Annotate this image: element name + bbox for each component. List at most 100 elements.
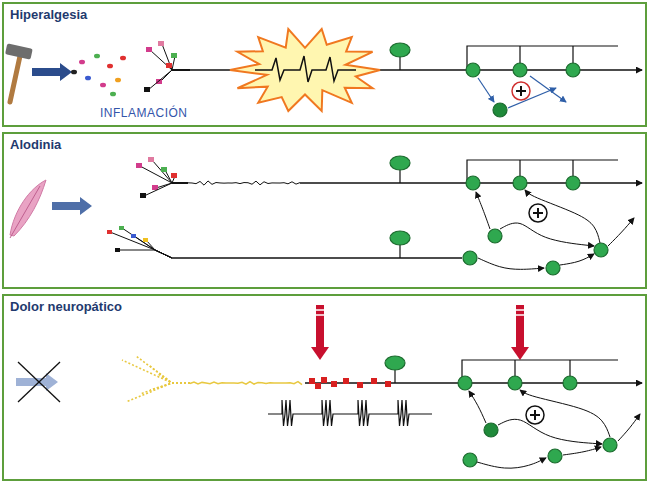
neuron-body: [466, 176, 480, 190]
receptor-mark: [115, 248, 120, 252]
lesion-arrow: [311, 347, 329, 360]
lesion-arrow-gap: [515, 314, 525, 316]
damaged-axon: [190, 382, 302, 385]
receptor-mark: [158, 41, 164, 46]
inflammatory-mediator: [85, 76, 91, 81]
feather-shaft: [10, 186, 40, 238]
panel-box: Alodinia: [2, 132, 647, 289]
cross-mark: [18, 362, 60, 402]
lesion-arrow: [511, 347, 529, 360]
degenerated-terminal: [126, 383, 190, 402]
nerve-terminal: [118, 250, 172, 258]
nerve-terminal: [122, 228, 172, 258]
receptor-mark: [152, 185, 158, 190]
ectopic-channel: [371, 378, 377, 384]
lesion-arrow-gap: [315, 309, 325, 311]
nerve-terminal: [150, 50, 190, 70]
nerve-terminal: [165, 170, 188, 183]
stimulus-arrow: [52, 197, 92, 215]
dorsal-horn-bracket: [467, 46, 618, 70]
nerve-terminal: [172, 56, 190, 70]
nerve-terminal: [152, 160, 188, 183]
dorsal-horn-bracket: [462, 360, 618, 383]
nerve-terminal: [148, 70, 190, 90]
receptor-mark: [140, 193, 146, 198]
inflammatory-mediator: [79, 60, 85, 65]
degenerated-terminal: [140, 383, 190, 394]
neuron-body: [488, 229, 502, 243]
nerve-terminal: [134, 236, 172, 258]
plus-symbol: [520, 86, 522, 96]
neuron-body: [458, 376, 472, 390]
inflammatory-mediator: [115, 78, 121, 83]
plus-symbol: [526, 406, 544, 424]
blue-arrow: [508, 88, 556, 108]
nerve-terminal: [140, 166, 188, 183]
receptor-mark: [171, 53, 177, 58]
curved-arrow: [478, 258, 544, 269]
spike-trace: [255, 56, 356, 82]
panel-title: Alodinia: [10, 137, 61, 152]
lesion-arrow-gap: [515, 309, 525, 311]
ganglion-soma: [385, 356, 405, 370]
curved-arrow: [520, 390, 610, 437]
plus-symbol: [534, 410, 536, 420]
plus-symbol: [537, 208, 539, 218]
axon-line: [190, 69, 642, 70]
neuron-body: [493, 103, 507, 117]
axon-line: [172, 257, 462, 258]
neuron-body: [513, 63, 527, 77]
lesion-arrow-gap: [315, 314, 325, 316]
neuron-body: [566, 176, 580, 190]
nerve-terminal: [170, 66, 190, 70]
plus-symbol: [512, 82, 530, 100]
receptor-mark: [119, 226, 124, 230]
nerve-terminal: [162, 44, 190, 70]
inflammatory-mediator: [94, 54, 100, 59]
nerve-terminal: [156, 183, 188, 188]
neuron-body: [566, 63, 580, 77]
degenerated-terminal: [150, 366, 190, 383]
neuron-body: [463, 453, 477, 467]
soma-stalk: [399, 169, 400, 183]
curved-arrow: [525, 190, 600, 243]
receptor-mark: [146, 47, 152, 52]
soma-stalk: [399, 56, 400, 70]
lesion-arrow: [516, 305, 524, 348]
receptor-mark: [136, 163, 142, 168]
process-label: INFLAMACIÓN: [100, 106, 188, 120]
soma-stalk: [399, 244, 400, 258]
inflammatory-mediator: [71, 70, 77, 75]
lesion-arrow: [316, 305, 324, 348]
nerve-terminal: [160, 70, 190, 82]
receptor-mark: [161, 167, 167, 172]
neuron-body: [508, 376, 522, 390]
hammer-head: [5, 43, 33, 59]
ectopic-channel: [357, 382, 363, 388]
ganglion-soma: [390, 156, 410, 170]
panel-box: Hiperalgesia: [2, 2, 647, 127]
degenerated-terminal: [122, 360, 190, 383]
receptor-mark: [131, 234, 136, 238]
ganglion-soma: [390, 43, 410, 57]
inflammatory-mediator: [110, 92, 116, 97]
receptor-mark: [107, 230, 112, 234]
ectopic-channel: [385, 381, 391, 387]
curved-arrow: [563, 447, 601, 455]
axon-line: [305, 382, 642, 383]
ectopic-channel: [309, 378, 315, 384]
curved-arrow: [500, 223, 594, 246]
axon-line: [300, 182, 642, 183]
neuron-body: [548, 449, 562, 463]
stimulus-arrow: [32, 63, 72, 81]
blue-arrow: [530, 76, 566, 102]
receptor-mark: [166, 63, 172, 68]
receptor-mark: [143, 238, 148, 242]
receptor-mark: [144, 87, 150, 92]
soma-stalk: [394, 369, 395, 383]
curved-arrow: [476, 192, 490, 229]
nerve-terminal: [144, 183, 188, 196]
blue-arrow: [478, 78, 494, 102]
ectopic-channel: [321, 377, 327, 383]
curved-arrow: [608, 218, 634, 246]
